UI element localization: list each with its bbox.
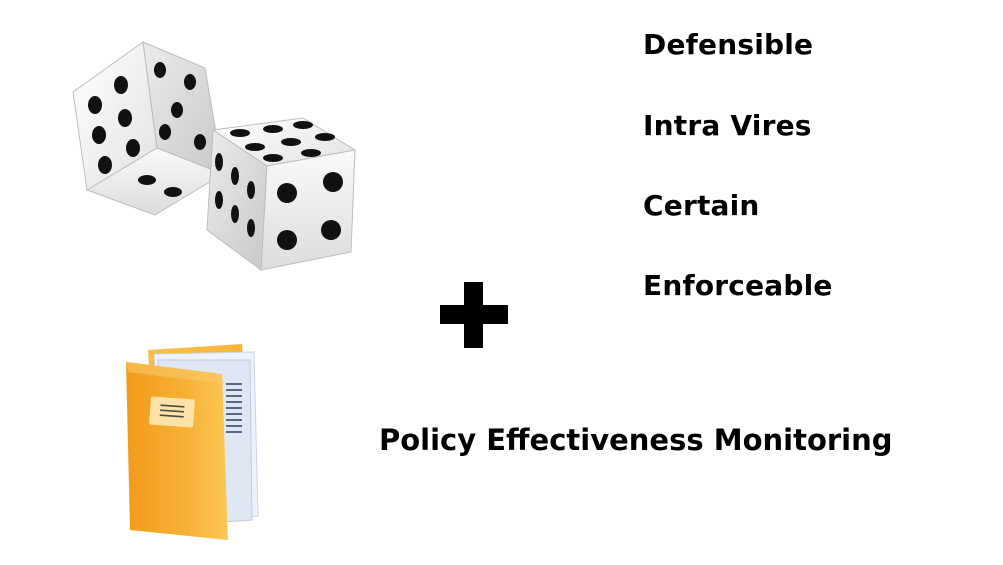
policy-effectiveness-monitoring-label: Policy Effectiveness Monitoring (379, 423, 893, 457)
plus-icon (440, 282, 508, 348)
plus-bar-vertical (464, 282, 483, 348)
die-back (72, 41, 225, 216)
term-certain: Certain (643, 189, 760, 222)
dice-icon (72, 41, 357, 271)
folder-icon (126, 344, 259, 540)
term-enforceable: Enforceable (643, 269, 833, 302)
die-front (206, 117, 357, 271)
term-defensible: Defensible (643, 28, 814, 61)
term-intra-vires: Intra Vires (643, 109, 812, 142)
